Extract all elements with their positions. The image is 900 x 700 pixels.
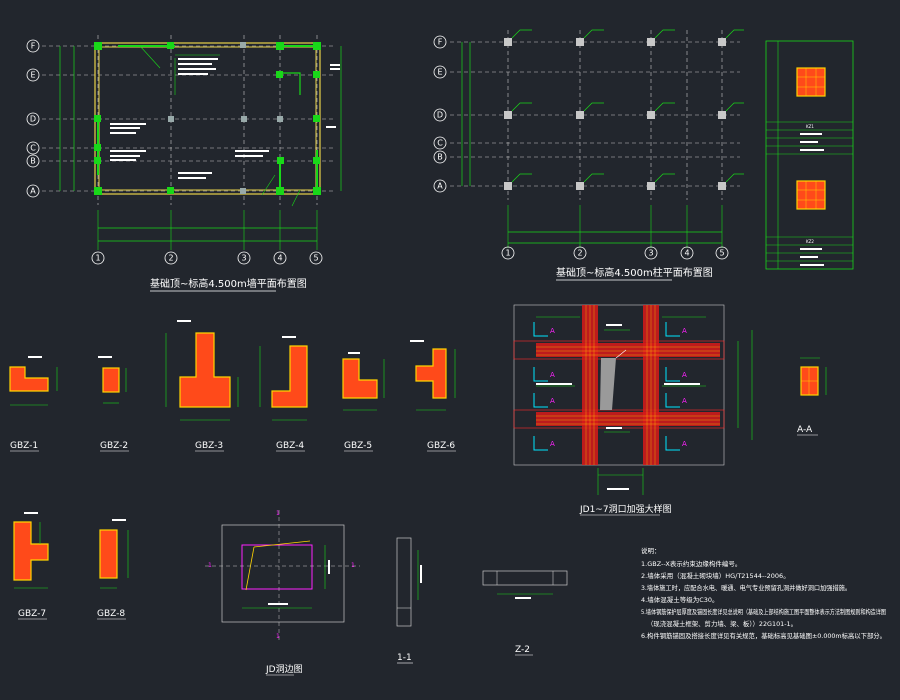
- axis-label: 3: [241, 254, 246, 263]
- right-col-axes: 1 2 3 4 5: [501, 246, 729, 260]
- section-mark: A: [682, 327, 687, 335]
- axis-label: E: [437, 68, 442, 77]
- section-mark: A: [550, 397, 555, 405]
- axis-label: 2: [168, 254, 173, 263]
- axis-label: 4: [277, 254, 282, 263]
- jd-detail-title: JD1~7洞口加强大样图: [579, 503, 672, 515]
- axis-label: F: [31, 42, 36, 51]
- gbz-2-shape: [102, 367, 120, 393]
- axis-label: C: [437, 139, 443, 148]
- design-notes: 说明： 1.GBZ--X表示约束边缘构件编号。 2.墙体采用（混凝土砌块墙）HG…: [641, 546, 886, 640]
- kz1-label: KZ1: [806, 124, 814, 129]
- gbz-label: GBZ-8: [97, 609, 125, 619]
- note-line: 6.构件钢筋锚固及搭接长度详见有关规范，基础标高见基础图±0.000m标高以下部…: [641, 631, 886, 640]
- axis-label: 3: [648, 249, 653, 258]
- right-plan-title: 基础顶~标高4.500m柱平面布置图: [556, 266, 713, 279]
- section-mark: A: [550, 327, 555, 335]
- jd-opening-detail: A A A A A A A A JD1~7洞口加强大样图: [513, 304, 753, 516]
- section-mark: 1: [276, 633, 280, 640]
- gbz-1-shape: [9, 366, 49, 392]
- left-plan-title: 基础顶~标高4.500m墙平面布置图: [150, 277, 307, 290]
- gbz-label: GBZ-2: [100, 441, 128, 451]
- section-1-1: 1-1: [396, 537, 422, 664]
- note-line: 1.GBZ--X表示约束边缘构件编号。: [641, 559, 741, 568]
- section-1-1-title: 1-1: [397, 653, 412, 663]
- gbz-5-shape: [342, 358, 378, 399]
- left-plan-annotations: [110, 58, 340, 179]
- axis-label: D: [30, 115, 36, 124]
- section-mark: 1: [351, 562, 355, 569]
- right-row-axes: F E D C B A: [433, 35, 447, 193]
- note-line: 2.墙体采用（混凝土砌块墙）HG/T21544--2006。: [641, 571, 790, 580]
- gbz-label: GBZ-1: [10, 441, 38, 451]
- table-cell-text: [800, 133, 824, 266]
- gbz-label: GBZ-5: [344, 441, 372, 451]
- axis-label: B: [437, 153, 443, 162]
- axis-label: A: [30, 187, 36, 196]
- gbz-label: GBZ-3: [195, 441, 223, 451]
- jd-edge-title: JD洞边图: [265, 664, 303, 675]
- note-line: 3.墙体施工时，应配合水电、暖通、电气专业预留孔洞并做好洞口加强措施。: [641, 583, 851, 592]
- section-mark: A: [550, 440, 555, 448]
- axis-label: D: [437, 111, 443, 120]
- column-schedule-table: KZ1 KZ2: [765, 40, 854, 270]
- left-col-axes: 1 2 3 4 5: [91, 251, 323, 265]
- gbz-6-shape: [415, 348, 447, 399]
- section-markers: [533, 322, 680, 451]
- section-mark: 1: [276, 510, 280, 517]
- kz2-label: KZ2: [806, 239, 814, 244]
- column-sections-row1: [9, 320, 456, 421]
- gbz-7-shape: [13, 521, 49, 581]
- axis-label: 4: [684, 249, 689, 258]
- axis-label: 2: [577, 249, 582, 258]
- axis-label: 5: [719, 249, 724, 258]
- note-line: 4.墙体混凝土等级为C30。: [641, 595, 719, 604]
- section-mark: A: [550, 371, 555, 379]
- axis-label: A: [437, 182, 443, 191]
- left-row-axes: F E D C B A: [26, 39, 40, 198]
- right-column-plan: F E D C B A: [433, 29, 744, 281]
- axis-label: 5: [313, 254, 318, 263]
- gbz-8-shape: [99, 529, 118, 579]
- left-wall-plan: F E D C B A: [26, 35, 342, 292]
- axis-label: 1: [505, 249, 510, 258]
- jd-edge-detail: 1 1 1 1 JD洞边图: [205, 510, 360, 676]
- gbz-label: GBZ-4: [276, 441, 304, 451]
- gbz-4-shape: [271, 345, 308, 408]
- axis-label: F: [438, 38, 443, 47]
- aa-title: A-A: [797, 425, 813, 435]
- aa-section: A-A: [797, 357, 827, 436]
- notes-heading: 说明：: [641, 546, 661, 555]
- section-mark: 1: [208, 562, 212, 569]
- right-plan-columns: [504, 38, 726, 190]
- section-z-2-title: Z-2: [515, 645, 530, 655]
- section-mark: A: [682, 397, 687, 405]
- right-plan-leaders: [511, 29, 744, 183]
- note-line: 5.墙体钢筋保护层厚度及锚固长度详见总说明（基础及上部结构施工图平面整体表示方法…: [641, 607, 886, 616]
- gbz-label: GBZ-6: [427, 441, 455, 451]
- column-sections-row2: GBZ-7 GBZ-8: [13, 512, 129, 620]
- left-plan-columns: [94, 42, 321, 195]
- axis-label: E: [30, 71, 35, 80]
- section-mark: A: [682, 371, 687, 379]
- note-line: （现浇混凝土框架、剪力墙、梁、板））22G101-1。: [647, 619, 797, 628]
- gbz-labels-row1: GBZ-1 GBZ-2 GBZ-3 GBZ-4 GBZ-5 GBZ-6: [10, 441, 456, 452]
- gbz-label: GBZ-7: [18, 609, 46, 619]
- axis-label: C: [30, 144, 36, 153]
- section-mark: A: [682, 440, 687, 448]
- axis-label: B: [30, 157, 36, 166]
- gbz-3-shape: [179, 332, 231, 408]
- axis-label: 1: [95, 254, 100, 263]
- section-z-2: Z-2: [482, 570, 568, 656]
- rebar-grid: [536, 305, 720, 465]
